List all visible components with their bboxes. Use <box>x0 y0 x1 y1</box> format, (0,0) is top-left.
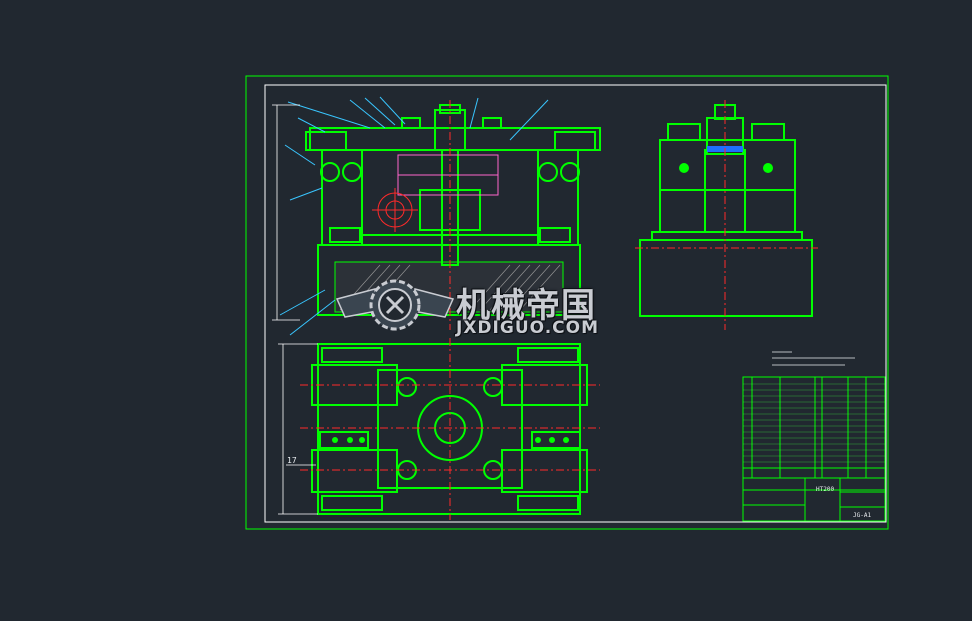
leader-lines <box>279 96 549 336</box>
title-block-material: HT200 <box>816 486 834 493</box>
part-number-label: 17 <box>287 456 297 465</box>
title-block-drawing-no: JG-A1 <box>853 512 871 519</box>
section-gear-detail <box>372 188 418 232</box>
watermark: 机械帝国 JXDIGUO.COM <box>338 276 638 346</box>
parts-list-table <box>742 376 886 522</box>
technical-notes <box>772 351 855 366</box>
side-view <box>639 104 813 317</box>
watermark-title: 机械帝国 <box>456 286 596 326</box>
outer-sheet-border <box>245 75 889 530</box>
gear-wing-logo-icon <box>335 279 455 331</box>
watermark-domain: JXDIGUO.COM <box>456 318 600 338</box>
parts-list-rows <box>743 383 885 463</box>
inner-frame-border <box>264 84 887 523</box>
